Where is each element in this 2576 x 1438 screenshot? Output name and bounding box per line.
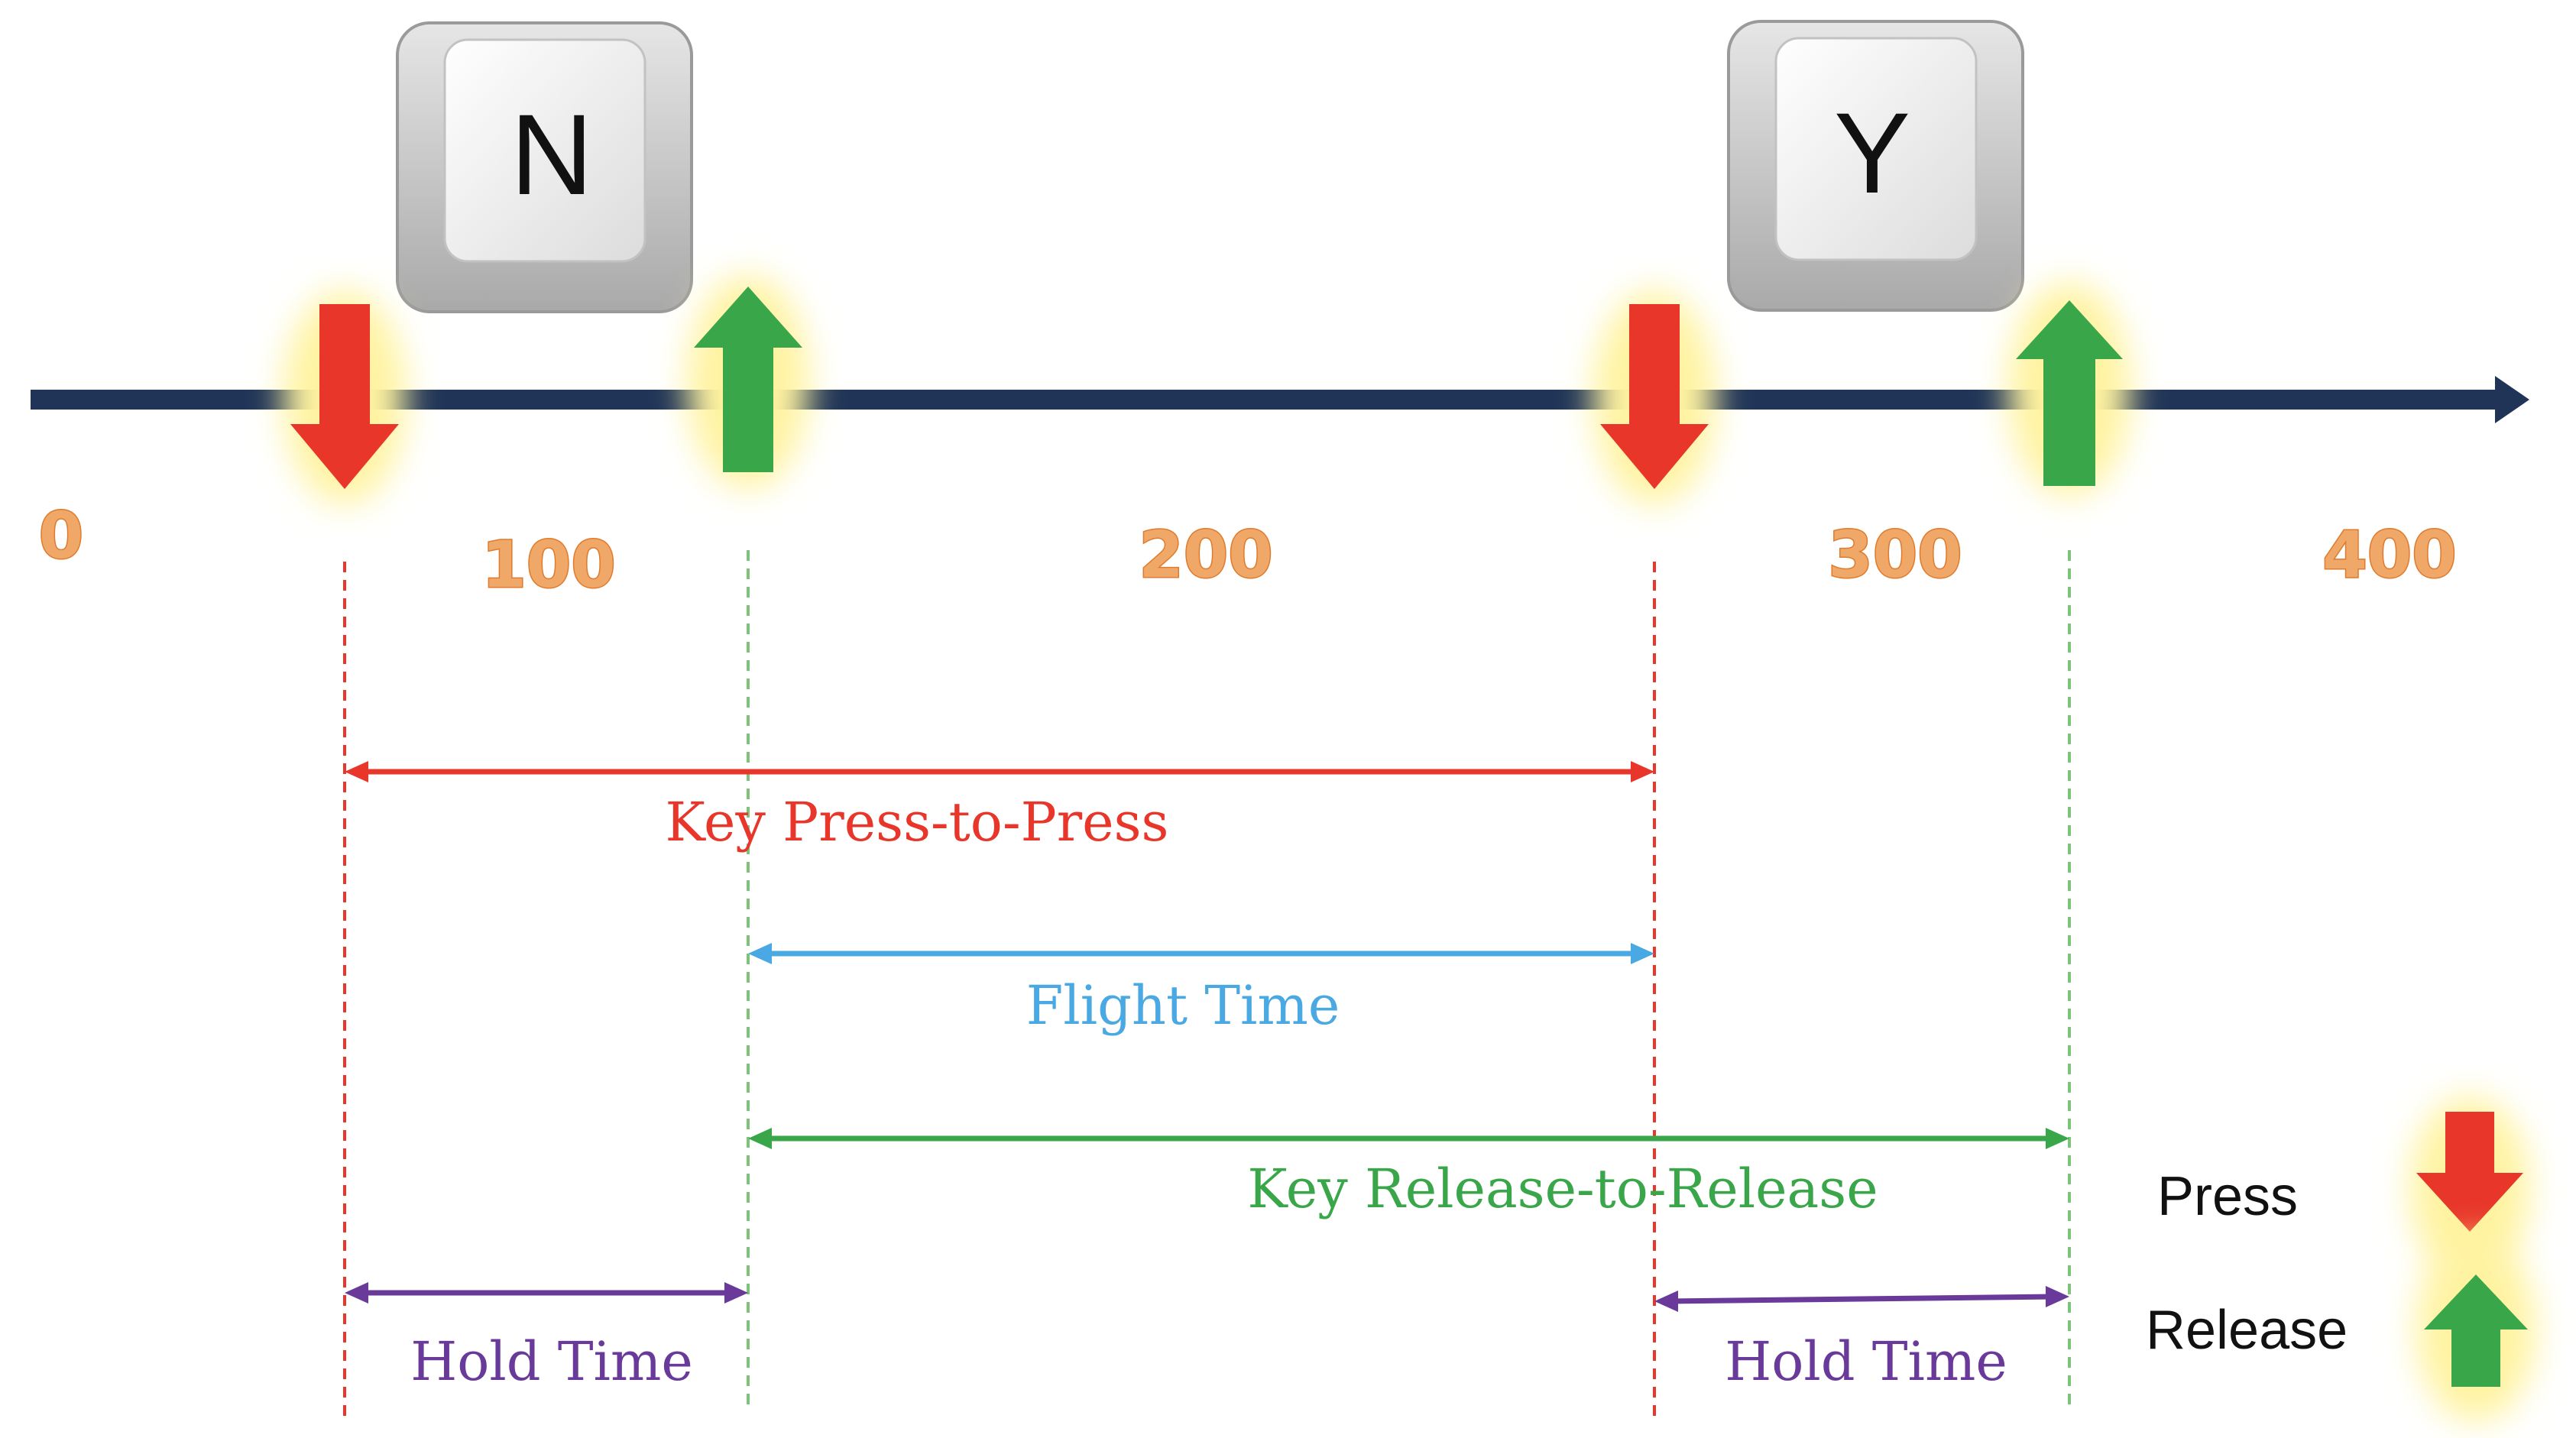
legend-release-label: Release xyxy=(2146,1300,2348,1361)
down-arrow-icon xyxy=(1600,304,1709,489)
tick-label-100: 100 xyxy=(481,527,615,602)
event-guides xyxy=(343,550,2071,1421)
interval-label-press-to-press: Key Press-to-Press xyxy=(666,791,1169,853)
timeline-arrowhead xyxy=(2495,376,2529,423)
tick-label-0: 0 xyxy=(39,498,83,573)
tick-label-300: 300 xyxy=(1828,517,1962,592)
interval-flight-time: Flight Time xyxy=(748,943,1654,1037)
down-arrow-icon xyxy=(290,304,399,489)
interval-label-release-to-release: Key Release-to-Release xyxy=(1247,1158,1878,1220)
event-n-press xyxy=(284,290,406,504)
interval-label-hold-time-n: Hold Time xyxy=(410,1330,693,1393)
interval-label-hold-time-y: Hold Time xyxy=(1725,1330,2007,1393)
interval-release-to-release: Key Release-to-Release xyxy=(748,1128,2069,1220)
legend-press: Press xyxy=(2157,1096,2529,1280)
up-arrow-icon xyxy=(694,287,802,472)
interval-hold-time-n: Hold Time xyxy=(345,1282,748,1393)
keycap-n: N xyxy=(396,21,693,313)
keycap-y: Y xyxy=(1727,20,2024,312)
interval-hold-time-y: Hold Time xyxy=(1654,1286,2069,1393)
interval-label-flight-time: Flight Time xyxy=(1026,974,1340,1037)
key-letter-n: N xyxy=(510,90,593,219)
event-y-press xyxy=(1593,290,1716,504)
down-arrow-icon xyxy=(2416,1112,2523,1232)
key-letter-y: Y xyxy=(1834,89,1910,217)
up-arrow-icon xyxy=(2016,300,2123,486)
tick-label-400: 400 xyxy=(2322,517,2456,592)
event-n-release xyxy=(687,275,809,489)
interval-press-to-press: Key Press-to-Press xyxy=(345,761,1654,853)
legend-release: Release xyxy=(2146,1238,2535,1421)
event-y-release xyxy=(2008,283,2130,497)
tick-labels: 0 100 200 300 400 xyxy=(37,497,2458,604)
legend-press-label: Press xyxy=(2157,1166,2298,1227)
tick-label-200: 200 xyxy=(1139,517,1272,592)
up-arrow-icon xyxy=(2424,1274,2528,1387)
legend: Press Release xyxy=(2146,1096,2535,1421)
